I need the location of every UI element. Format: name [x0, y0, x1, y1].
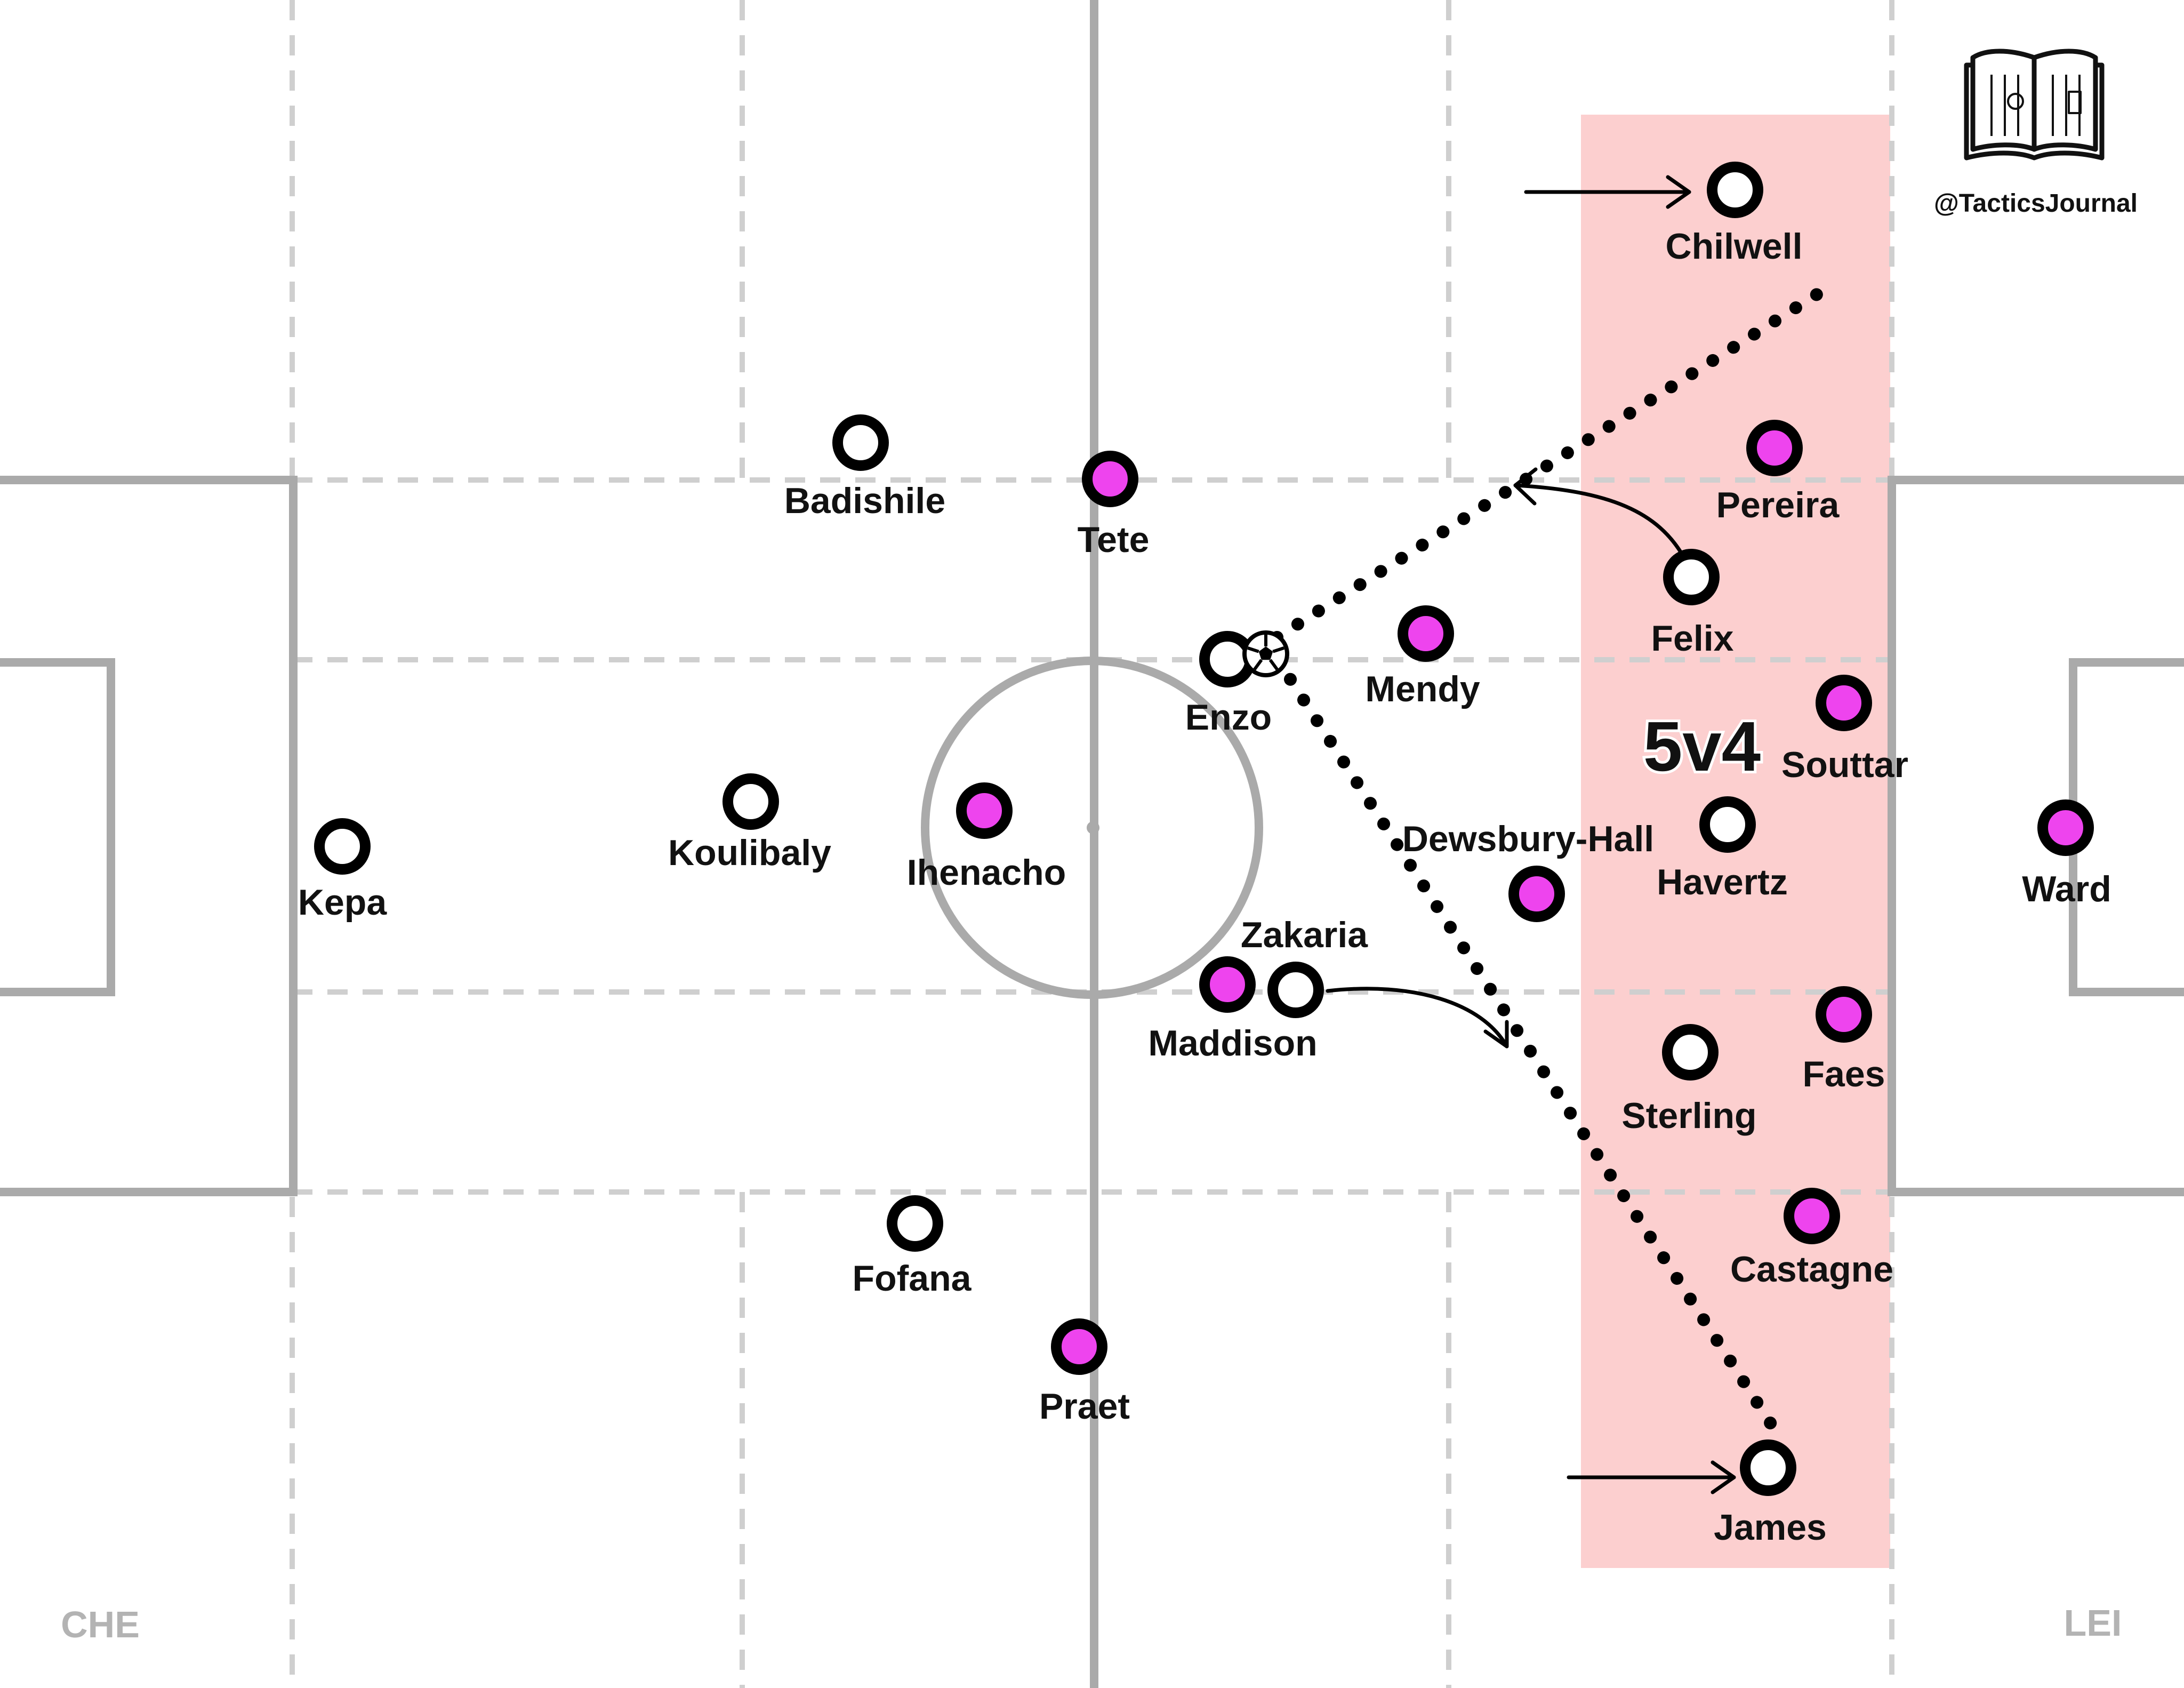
player-koulibaly: Koulibaly	[668, 773, 831, 873]
player-name: Castagne	[1730, 1249, 1893, 1290]
player-pereira: Pereira	[1716, 420, 1840, 525]
arrow-james-run	[1567, 1460, 1736, 1494]
player-marker	[1816, 986, 1872, 1043]
player-name: Fofana	[853, 1258, 972, 1299]
players: KepaKoulibalyBadishileFofanaEnzoZakariaC…	[298, 162, 2111, 1548]
left-penalty-box	[0, 476, 298, 1196]
player-name: Kepa	[298, 882, 387, 923]
player-fofana: Fofana	[853, 1195, 972, 1299]
player-marker	[1398, 605, 1454, 662]
player-marker	[1199, 956, 1256, 1013]
player-marker	[722, 773, 779, 830]
player-name: Praet	[1039, 1386, 1130, 1427]
football-icon	[1242, 630, 1289, 677]
player-ihenacho: Ihenacho	[907, 782, 1066, 893]
player-name: Ward	[2022, 869, 2111, 909]
player-praet: Praet	[1039, 1318, 1130, 1427]
player-faes: Faes	[1803, 986, 1885, 1094]
arrow-felix-drop	[1513, 467, 1686, 559]
player-marker	[1662, 1024, 1719, 1081]
player-marker	[1699, 796, 1756, 853]
player-marker	[1740, 1439, 1796, 1496]
player-marker	[2037, 799, 2094, 856]
player-james: James	[1714, 1439, 1827, 1548]
player-kepa: Kepa	[298, 818, 387, 923]
arrow-chilwell-run	[1524, 175, 1691, 209]
player-name: Pereira	[1716, 485, 1840, 525]
player-marker	[1508, 866, 1565, 922]
player-souttar: Souttar	[1781, 675, 1908, 785]
open-book-icon	[1964, 49, 2105, 161]
centre-spot	[1087, 821, 1099, 834]
player-name: Koulibaly	[668, 833, 831, 873]
player-marker	[1746, 420, 1803, 476]
player-marker	[832, 414, 889, 471]
player-enzo: Enzo	[1185, 630, 1289, 738]
passing-lane-lower	[1271, 652, 1784, 1440]
social-handle: @TacticsJournal	[1934, 189, 2138, 218]
player-maddison: Maddison	[1148, 956, 1318, 1063]
centre-circle	[921, 657, 1263, 999]
player-name: Sterling	[1621, 1095, 1756, 1136]
player-ward: Ward	[2022, 799, 2111, 909]
passing-lanes	[1271, 276, 1842, 1440]
player-marker	[1707, 162, 1763, 218]
player-name: Tete	[1078, 519, 1150, 560]
player-havertz: Havertz	[1657, 796, 1788, 902]
player-dewsbury-hall: Dewsbury-Hall	[1402, 819, 1654, 922]
player-name: Maddison	[1148, 1023, 1317, 1063]
player-tete: Tete	[1078, 451, 1150, 560]
player-name: Dewsbury-Hall	[1402, 819, 1654, 859]
player-marker	[314, 818, 371, 875]
player-marker	[1051, 1318, 1107, 1375]
player-chilwell: Chilwell	[1666, 162, 1803, 267]
player-felix: Felix	[1651, 549, 1734, 659]
player-marker	[956, 782, 1013, 839]
player-mendy: Mendy	[1365, 605, 1480, 709]
player-marker	[1663, 549, 1720, 605]
right-penalty-box	[1888, 476, 2184, 1196]
player-name: Felix	[1651, 618, 1734, 659]
player-name: Havertz	[1657, 862, 1788, 902]
player-name: James	[1714, 1507, 1827, 1548]
player-badishile: Badishile	[784, 414, 945, 521]
player-name: Enzo	[1185, 697, 1272, 738]
player-name: Souttar	[1781, 745, 1908, 785]
player-name: Badishile	[784, 481, 945, 521]
player-name: Zakaria	[1241, 915, 1368, 955]
player-zakaria: Zakaria	[1241, 915, 1368, 1018]
player-name: Mendy	[1365, 669, 1480, 709]
player-name: Faes	[1803, 1054, 1885, 1094]
player-marker	[1784, 1188, 1840, 1244]
player-name: Ihenacho	[907, 852, 1066, 893]
team-label-left: CHE	[61, 1604, 140, 1645]
player-marker	[1816, 675, 1872, 731]
overload-label: 5v4	[1643, 707, 1761, 786]
team-label-right: LEI	[2064, 1602, 2122, 1644]
player-marker	[1082, 451, 1138, 507]
player-marker	[1267, 962, 1324, 1018]
arrow-zakaria-run	[1326, 987, 1509, 1049]
player-sterling: Sterling	[1621, 1024, 1757, 1136]
player-marker	[887, 1195, 943, 1252]
channel-grid-lines	[290, 0, 1894, 1688]
movement-arrows	[1326, 175, 1736, 1494]
left-six-yard-box	[0, 658, 115, 996]
player-castagne: Castagne	[1730, 1188, 1893, 1290]
player-name: Chilwell	[1666, 226, 1803, 267]
